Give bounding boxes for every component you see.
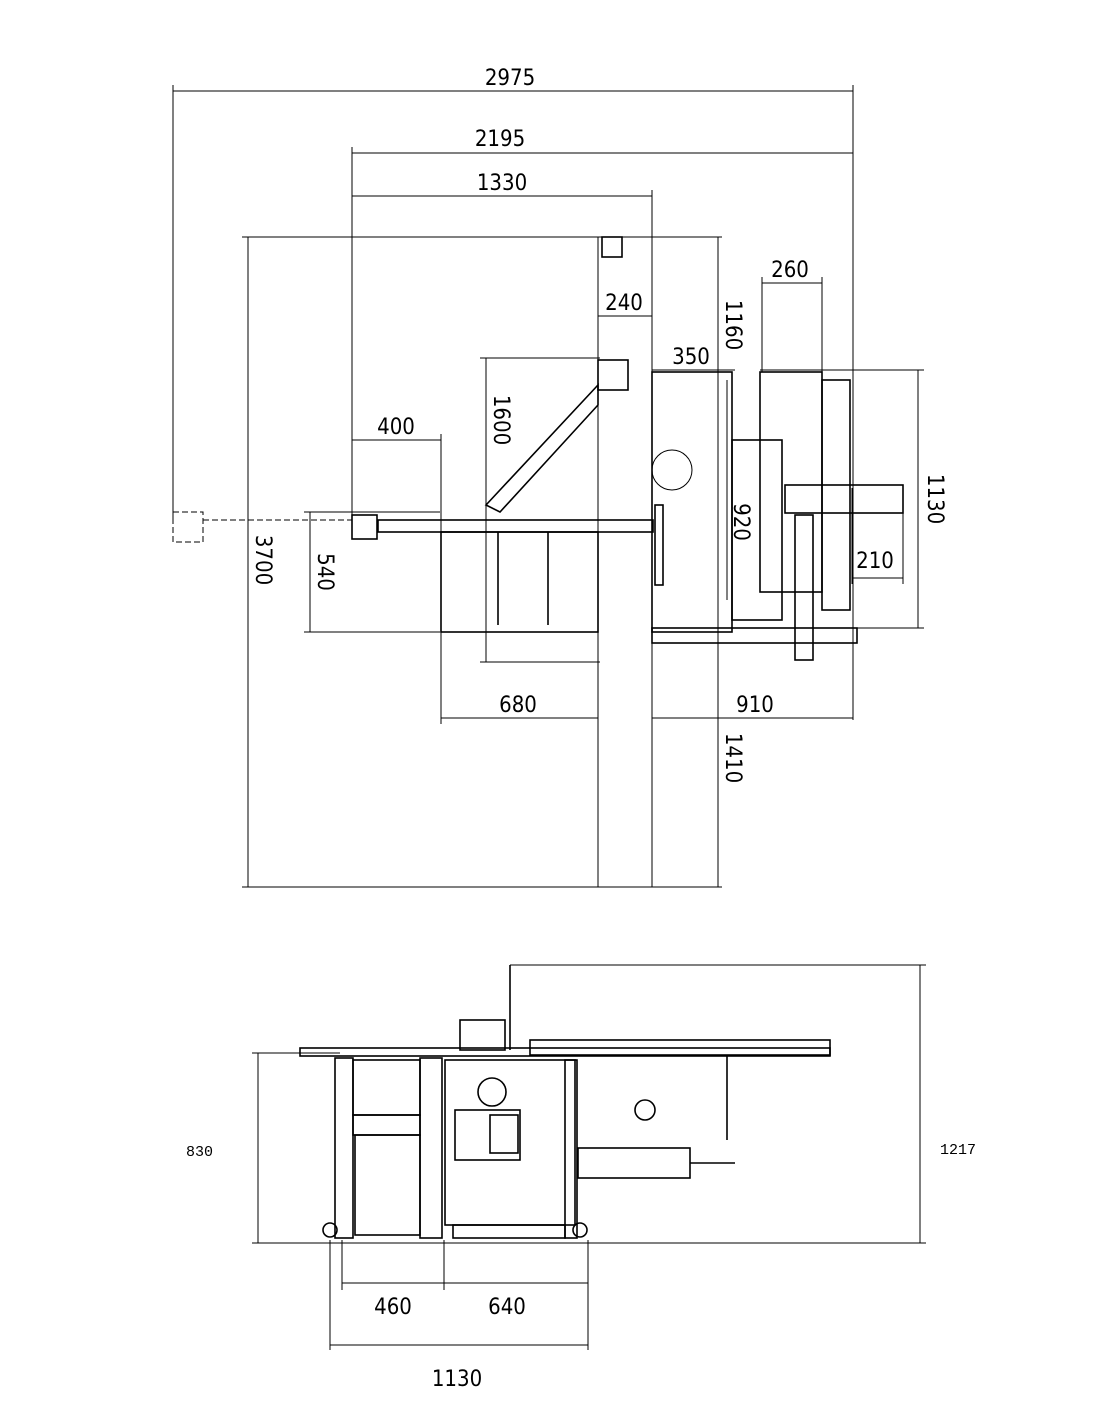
top-view-dimension-lines xyxy=(172,85,924,888)
dim-1600: 1600 xyxy=(488,395,513,445)
dim-680: 680 xyxy=(499,693,537,718)
dim-1160: 1160 xyxy=(720,300,745,350)
top-view-machine xyxy=(172,236,904,661)
dim-540: 540 xyxy=(312,553,337,591)
dim-2195: 2195 xyxy=(475,127,525,152)
dim-240: 240 xyxy=(605,291,643,316)
dim-640: 640 xyxy=(488,1295,526,1320)
dim-1217: 1217 xyxy=(940,1142,976,1159)
dim-1330: 1330 xyxy=(477,171,527,196)
top-view-dimension-labels: 2975 2195 1330 240 260 350 400 680 910 2… xyxy=(250,66,947,783)
dim-910: 910 xyxy=(736,693,774,718)
front-view-dimension-lines xyxy=(252,964,926,1350)
dim-920: 920 xyxy=(728,503,753,541)
dim-1410: 1410 xyxy=(720,733,745,783)
dim-3700: 3700 xyxy=(250,535,275,585)
dim-460: 460 xyxy=(374,1295,412,1320)
dim-1130-top: 1130 xyxy=(922,474,947,524)
dim-350: 350 xyxy=(672,345,710,370)
dim-210: 210 xyxy=(856,549,894,574)
dim-830: 830 xyxy=(186,1144,213,1161)
front-view-dimension-labels: 830 1217 460 640 1130 xyxy=(186,1142,976,1392)
dim-2975: 2975 xyxy=(485,66,535,91)
front-view-machine xyxy=(299,965,831,1239)
dim-1130-base: 1130 xyxy=(432,1367,482,1392)
dim-400: 400 xyxy=(377,415,415,440)
dim-260: 260 xyxy=(771,258,809,283)
